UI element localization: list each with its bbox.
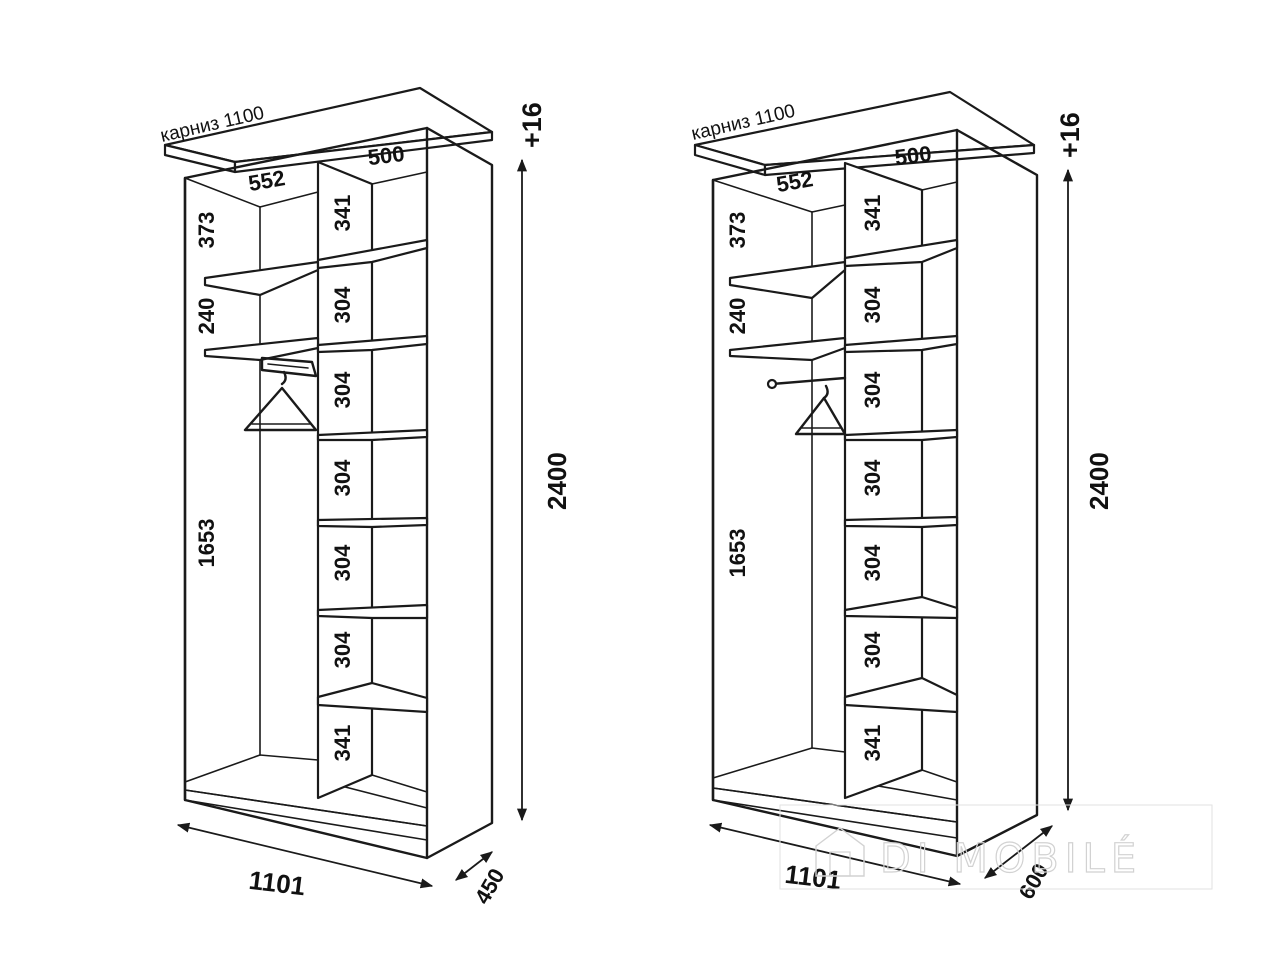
depth-label-left: 450: [469, 864, 509, 908]
right-height-label-right-1: 304: [860, 286, 885, 323]
wardrobe-right: карниз 1100 +16 2400 1101 600 552 500 37…: [689, 90, 1114, 903]
right-height-label-left-5: 304: [330, 631, 355, 668]
right-height-label-left-6: 341: [330, 725, 355, 762]
house-icon: [815, 827, 865, 877]
right-height-label-left-4: 304: [330, 544, 355, 581]
dimensions-left: [176, 158, 528, 889]
left-width-label-left: 552: [246, 165, 287, 196]
right-height-label-left-1: 304: [330, 286, 355, 323]
watermark-text: DI MOBILÉ: [880, 834, 1142, 882]
cornice-extra-label-right: +16: [1055, 112, 1085, 158]
body-right: [711, 128, 1039, 858]
rod-right: [766, 376, 847, 390]
left-height-label-right-1: 240: [725, 298, 750, 335]
right-height-label-right-0: 341: [860, 195, 885, 232]
pullout-rail-left: [260, 356, 318, 386]
body-left: [183, 126, 494, 860]
left-height-label-left-1: 240: [194, 298, 219, 335]
right-shelves-left: [316, 238, 429, 714]
right-width-label-left: 500: [366, 141, 405, 170]
right-height-label-right-4: 304: [860, 544, 885, 581]
width-label-right: 1101: [783, 859, 843, 896]
left-shelves-right: [728, 260, 847, 362]
right-height-label-left-0: 341: [330, 195, 355, 232]
right-height-label-right-5: 304: [860, 631, 885, 668]
right-height-label-left-2: 304: [330, 371, 355, 408]
height-label-left: 2400: [542, 452, 572, 510]
left-height-label-left-2: 1653: [194, 519, 219, 568]
right-height-label-right-2: 304: [860, 371, 885, 408]
right-height-label-left-3: 304: [330, 459, 355, 496]
left-height-label-right-2: 1653: [725, 529, 750, 578]
cornice-right: [693, 90, 1036, 177]
dimensions-right: [708, 168, 1074, 887]
left-height-label-left-0: 373: [194, 212, 219, 249]
hanger-icon-right: [794, 384, 847, 436]
cornice-extra-label-left: +16: [517, 102, 547, 148]
left-height-label-right-0: 373: [725, 212, 750, 249]
left-width-label-right: 552: [774, 166, 815, 197]
right-height-label-right-3: 304: [860, 459, 885, 496]
wardrobe-left: карниз 1100 +16 2400 1101 450 552 500 37…: [158, 86, 572, 908]
divider-left: [316, 160, 428, 800]
left-shelves-left: [203, 260, 320, 362]
width-label-left: 1101: [247, 865, 307, 902]
right-shelves-right: [843, 238, 959, 714]
height-label-right: 2400: [1084, 452, 1114, 510]
hanger-icon-left: [243, 386, 318, 432]
right-width-label-right: 500: [893, 141, 932, 170]
divider-right: [843, 161, 958, 800]
right-height-label-right-6: 341: [860, 725, 885, 762]
watermark: DI MOBILÉ: [779, 804, 1213, 890]
